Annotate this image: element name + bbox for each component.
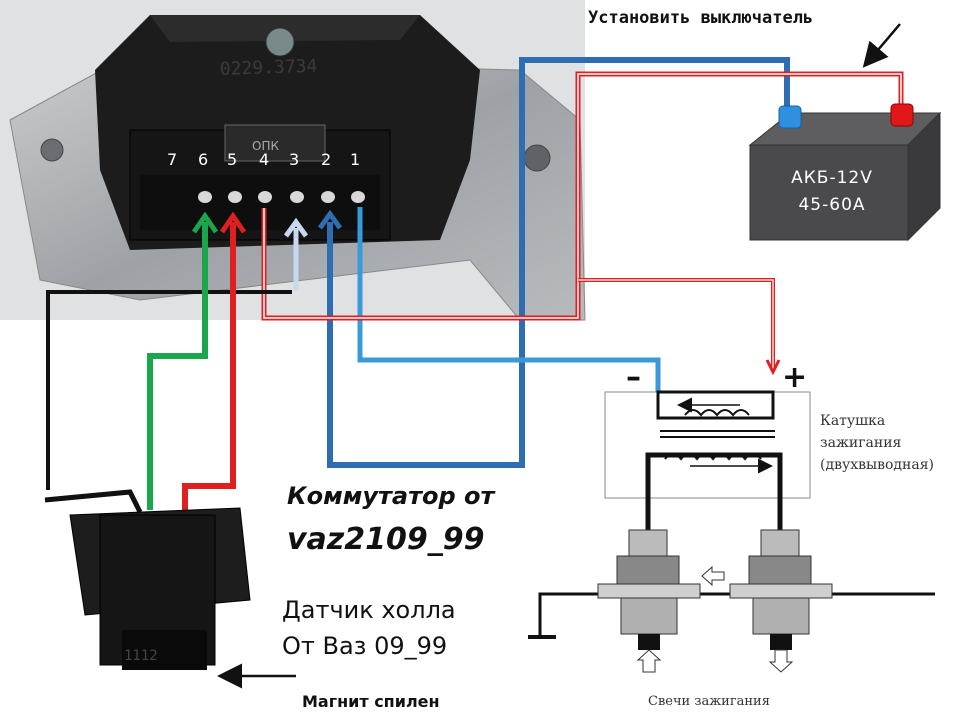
hall-sensor-label-line1: Датчик холла — [282, 596, 456, 624]
battery-voltage-label: АКБ-12V — [791, 168, 873, 188]
switch-pointer-arrow — [862, 23, 901, 68]
wire-lightblue-pin1-to-coil-minus — [357, 207, 661, 392]
pin-label: 1 — [350, 150, 361, 169]
mount-hole — [40, 138, 64, 162]
magnet-label: Магнит спилен — [302, 692, 440, 711]
spark-plugs-label: Свечи зажигания — [648, 694, 770, 709]
pin-label: 7 — [167, 150, 178, 169]
commutator-label-line2: vaz2109_99 — [287, 522, 485, 557]
pin-socket — [290, 191, 304, 203]
wire-blue-pin2-to-battery — [327, 57, 790, 468]
coil-label-line3: (двухвыводная) — [820, 457, 935, 473]
pin-label: 6 — [198, 150, 209, 169]
coil-minus-sign: – — [626, 360, 641, 395]
battery-capacity-label: 45-60A — [798, 195, 866, 215]
pin-label: 4 — [259, 150, 270, 169]
pin-label: 5 — [227, 150, 238, 169]
wire-black-hall-ground — [46, 290, 292, 490]
pin-socket — [351, 191, 365, 203]
svg-text:1112: 1112 — [124, 648, 158, 664]
pin-socket — [321, 191, 335, 203]
wire-red-to-coil-plus — [578, 278, 775, 368]
wire-red-pin5-to-hall — [182, 222, 236, 512]
hall-sensor-label-line2: От Ваз 09_99 — [282, 632, 448, 660]
battery-terminal-minus — [778, 105, 802, 129]
module-marking: ОПК — [252, 139, 279, 153]
pin-label: 3 — [289, 150, 300, 169]
battery — [748, 103, 942, 242]
pin-socket — [258, 191, 272, 203]
coil-label-line2: зажигания — [820, 435, 902, 451]
hall-sensor: 1112 — [44, 489, 251, 670]
commutator-module: 0229.3734 ОПК — [0, 0, 586, 321]
mount-hole — [523, 144, 551, 172]
module-part-number: 0229.3734 — [219, 56, 317, 80]
pin-socket — [198, 191, 212, 203]
commutator-label-line1: Коммутатор от — [287, 482, 495, 510]
coil-label-line1: Катушка — [820, 413, 886, 429]
spark-plugs — [528, 529, 935, 673]
wire-green-pin6-to-hall — [147, 222, 208, 510]
coil-plus-sign: + — [782, 360, 808, 395]
battery-terminal-plus — [890, 103, 914, 127]
pin-label: 2 — [321, 150, 332, 169]
ignition-coil — [604, 390, 811, 530]
pin-socket — [228, 191, 242, 203]
switch-label: Установить выключатель — [588, 8, 814, 28]
pin-sockets — [198, 191, 365, 203]
